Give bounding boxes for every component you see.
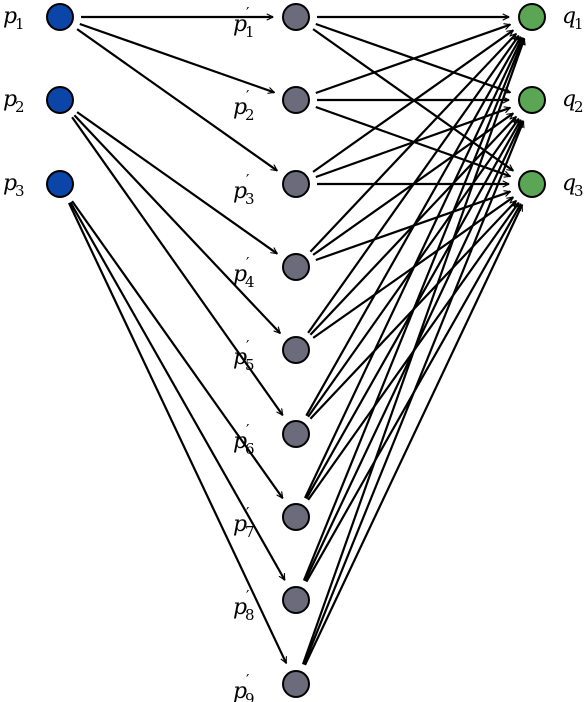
node-pp8 — [282, 586, 310, 614]
node-label-prime: ′ — [246, 171, 250, 189]
edge-pp3-to-q1 — [312, 29, 513, 173]
node-label-base: q — [562, 4, 576, 29]
edge-pp9-to-q3 — [304, 205, 524, 666]
node-pp4 — [282, 253, 310, 281]
node-label-prime: ′ — [246, 587, 250, 605]
node-p3 — [46, 170, 74, 198]
edge-pp7-to-q1 — [304, 38, 524, 499]
node-label-prime: ′ — [246, 254, 250, 272]
edge-p2-to-pp5 — [73, 114, 280, 333]
edge-p2-to-pp4 — [76, 111, 277, 255]
node-label-prime: ′ — [246, 4, 250, 22]
node-label-subscript: 3 — [574, 182, 584, 200]
label-q3: q3 — [562, 171, 584, 200]
edges-layer — [68, 17, 524, 666]
edge-pp9-to-q1 — [301, 39, 524, 665]
edge-p3-to-pp9 — [68, 202, 288, 663]
node-label-subscript: 3 — [245, 190, 255, 208]
label-pp1: p1′ — [233, 4, 255, 41]
edge-pp4-to-q1 — [309, 34, 516, 253]
node-label-base: p — [3, 87, 17, 112]
label-p2: p2 — [3, 87, 25, 116]
node-pp2 — [282, 86, 310, 114]
node-label-subscript: 1 — [15, 15, 25, 33]
node-pp3 — [282, 170, 310, 198]
node-label-subscript: 6 — [245, 440, 255, 458]
edge-p2-to-pp6 — [71, 116, 284, 415]
node-label-base: p — [233, 95, 247, 120]
edge-pp9-to-q2 — [302, 121, 524, 665]
node-label-prime: ′ — [246, 421, 250, 439]
label-pp7: p7′ — [233, 504, 255, 541]
node-label-base: p — [3, 4, 17, 29]
node-label-subscript: 2 — [15, 98, 25, 116]
label-q1: q1 — [562, 4, 584, 33]
node-label-base: p — [233, 12, 247, 37]
node-label-subscript: 9 — [245, 690, 255, 702]
label-pp8: p8′ — [233, 587, 255, 624]
node-label-prime: ′ — [246, 87, 250, 105]
node-q2 — [518, 86, 546, 114]
node-label-subscript: 5 — [245, 356, 255, 374]
label-pp2: p2′ — [233, 87, 255, 124]
node-label-base: p — [233, 679, 247, 702]
node-label-subscript: 1 — [245, 23, 255, 41]
node-pp6 — [282, 420, 310, 448]
node-label-base: p — [233, 179, 247, 204]
edge-pp5-to-q1 — [307, 36, 520, 334]
node-pp5 — [282, 336, 310, 364]
label-p3: p3 — [3, 171, 25, 200]
label-pp5: p5′ — [233, 337, 255, 374]
node-label-base: q — [562, 87, 576, 112]
node-p2 — [46, 86, 74, 114]
node-label-prime: ′ — [246, 671, 250, 689]
node-label-base: p — [233, 262, 247, 287]
node-pp7 — [282, 503, 310, 531]
node-label-subscript: 1 — [574, 15, 584, 33]
node-label-base: p — [233, 512, 247, 537]
edge-p1-to-pp3 — [76, 28, 277, 172]
edge-pp6-to-q1 — [305, 37, 522, 417]
node-label-prime: ′ — [246, 504, 250, 522]
edge-pp2-to-q1 — [315, 25, 511, 95]
node-label-subscript: 2 — [245, 106, 255, 124]
node-label-base: p — [233, 429, 247, 454]
node-label-base: p — [233, 345, 247, 370]
node-pp9 — [282, 670, 310, 698]
node-q1 — [518, 3, 546, 31]
node-label-base: p — [233, 595, 247, 620]
nodes-layer — [46, 3, 546, 698]
label-pp3: p3′ — [233, 171, 255, 208]
node-label-prime: ′ — [246, 337, 250, 355]
node-label-subscript: 7 — [245, 523, 255, 541]
label-p1: p1 — [3, 4, 25, 33]
edge-pp8-to-q1 — [302, 38, 524, 581]
label-pp9: p9′ — [233, 671, 255, 702]
node-label-subscript: 2 — [574, 98, 584, 116]
node-label-subscript: 4 — [245, 273, 255, 291]
node-label-base: p — [3, 171, 17, 196]
node-q3 — [518, 170, 546, 198]
edge-p3-to-pp7 — [71, 200, 284, 498]
edge-p1-to-pp2 — [79, 22, 274, 92]
node-p1 — [46, 3, 74, 31]
label-q2: q2 — [562, 87, 584, 116]
node-label-subscript: 8 — [245, 606, 255, 624]
node-pp1 — [282, 3, 310, 31]
node-label-subscript: 3 — [15, 182, 25, 200]
node-label-base: q — [562, 171, 576, 196]
label-pp6: p6′ — [233, 421, 255, 458]
edge-p3-to-pp8 — [69, 201, 286, 580]
label-pp4: p4′ — [233, 254, 255, 291]
